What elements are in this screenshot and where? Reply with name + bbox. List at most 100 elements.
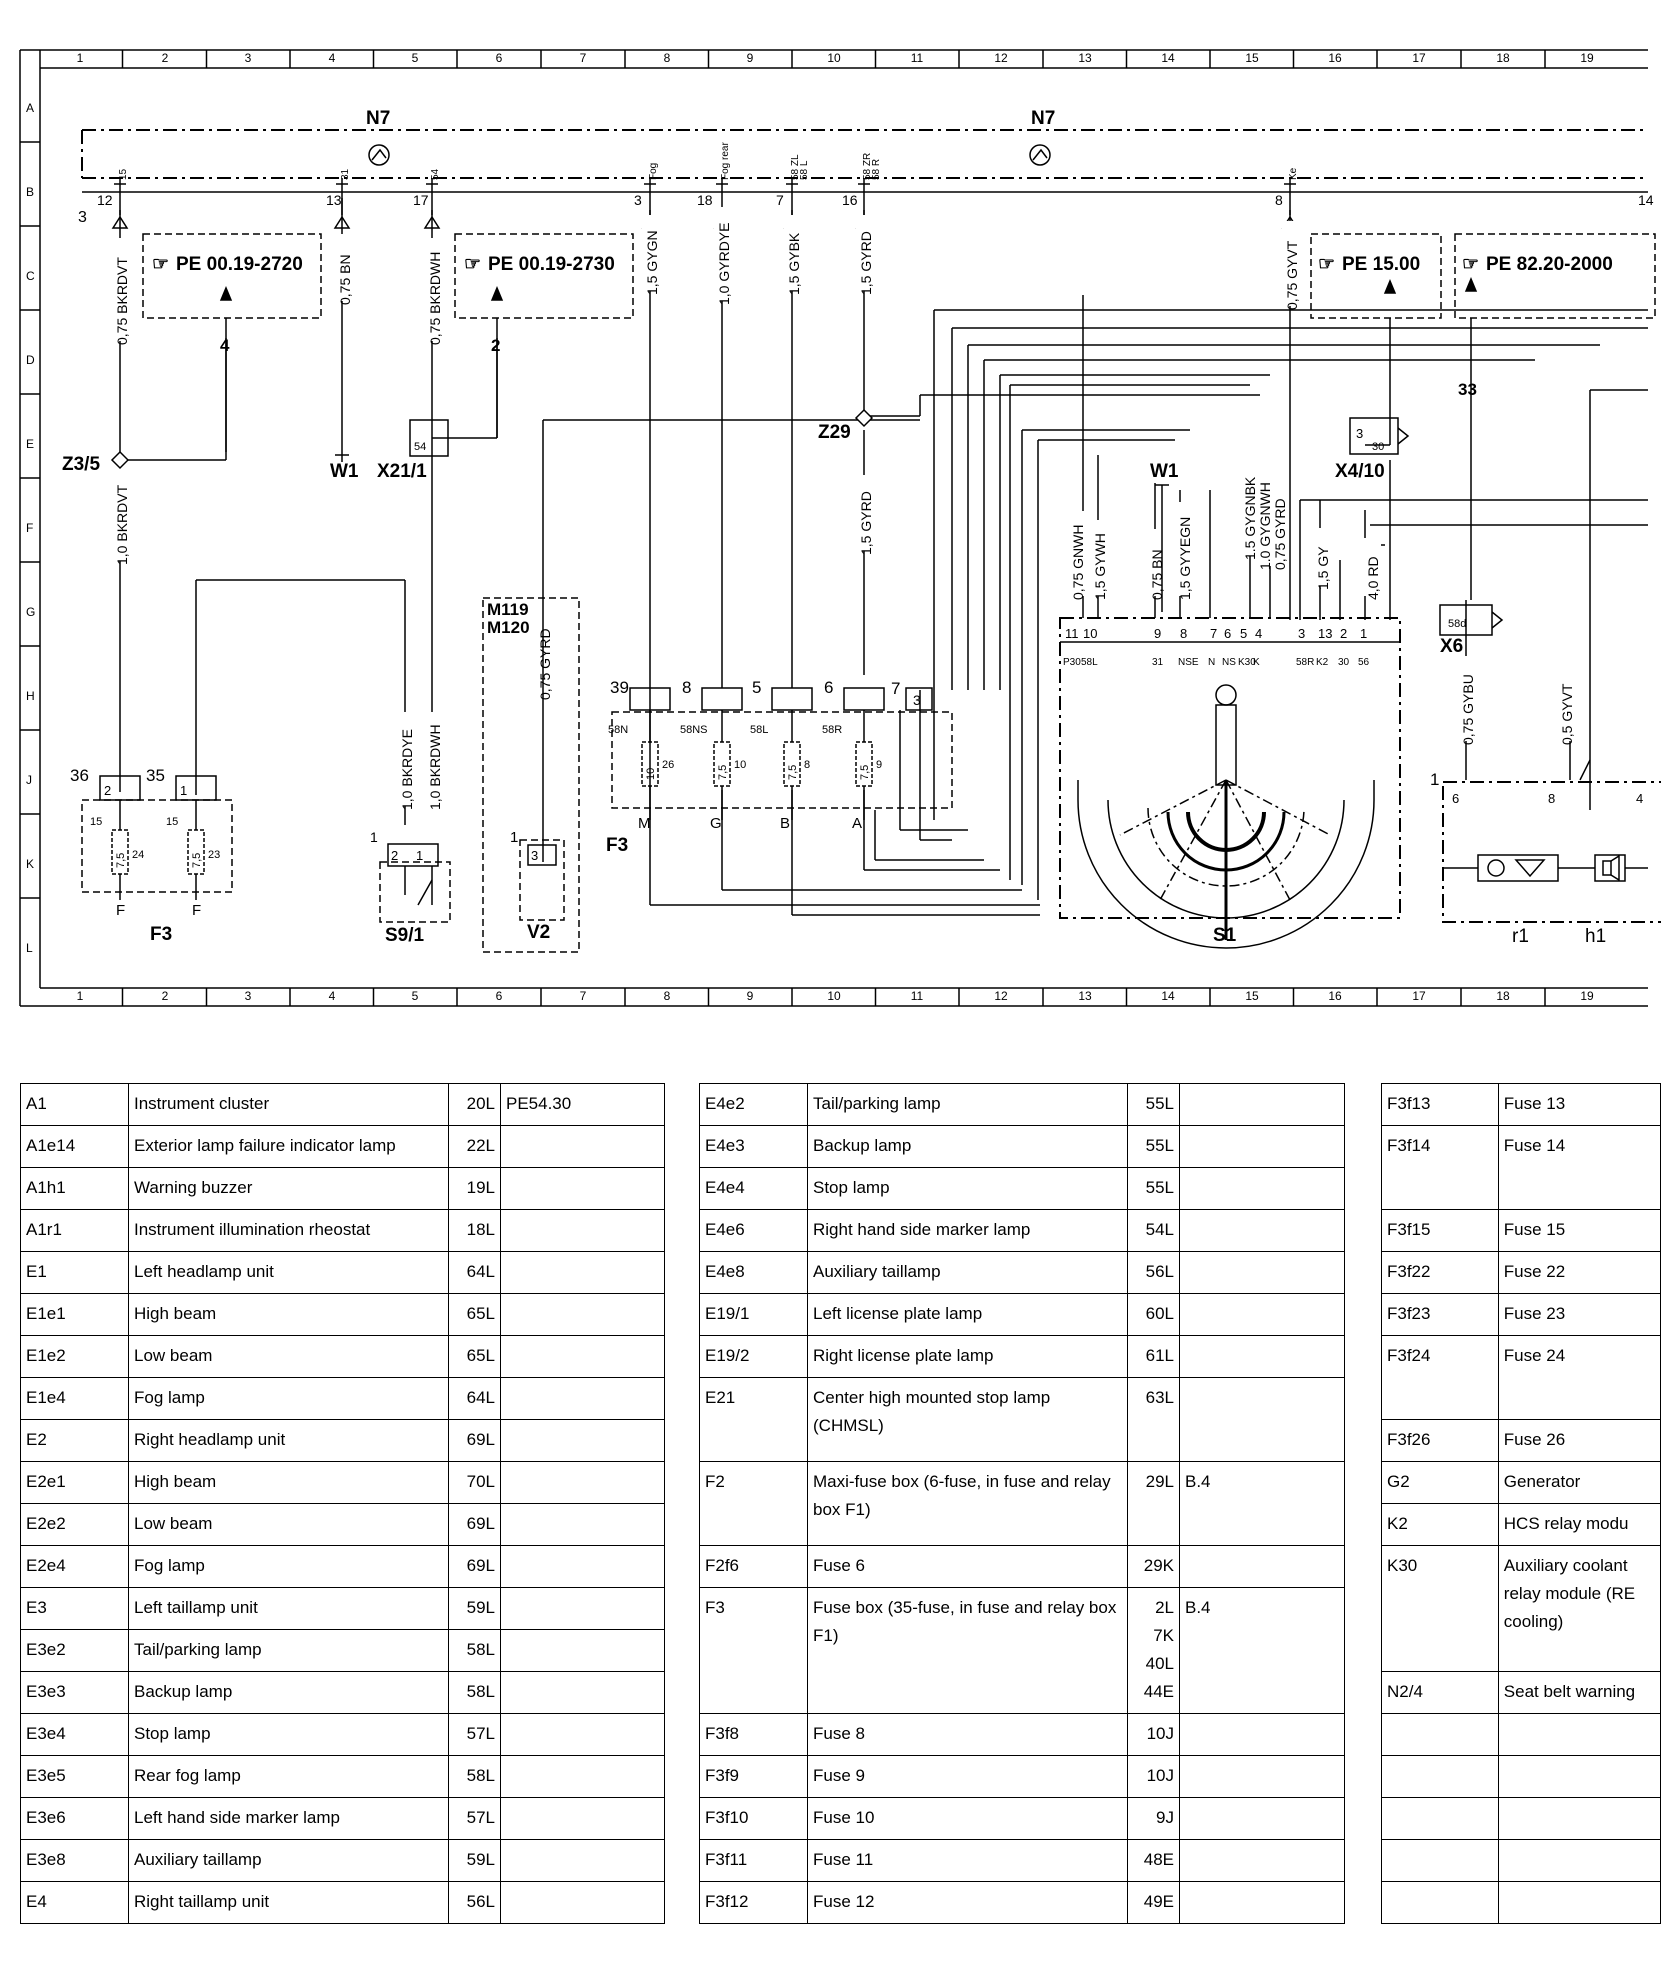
cluster-pin-4: 4 [1636,791,1643,806]
svg-text:10: 10 [734,759,746,771]
legend-cell-code: E4 [20,1881,129,1924]
svg-text:8: 8 [804,759,810,771]
legend-cell-loc: 58L [448,1671,501,1714]
legend-cell-loc: 65L [448,1293,501,1336]
legend-cell-desc: Tail/parking lamp [807,1083,1128,1126]
svg-text:7: 7 [776,192,784,208]
wire-label: 0,75 GYRD [535,611,553,700]
svg-text:2: 2 [104,783,111,798]
svg-text:8: 8 [682,678,691,697]
svg-text:35: 35 [146,766,165,785]
legend-row [1381,1881,1661,1924]
ground-w1-left-icon [335,454,349,462]
legend-cell-ref: B.4 [1179,1587,1345,1714]
svg-text:58 ZR: 58 ZR [862,153,873,180]
legend-cell-desc: Generator [1497,1461,1661,1504]
legend-cell-desc: Tail/parking lamp [128,1629,449,1672]
legend-cell-ref [500,1545,665,1588]
legend-cell-code: E4e3 [699,1125,808,1168]
legend-cell-loc: 48E [1127,1839,1180,1882]
svg-text:1,0 BKRDVT: 1,0 BKRDVT [114,484,130,565]
legend-cell-code [1381,1797,1499,1840]
legend-cell-desc: Seat belt warning [1497,1671,1661,1714]
s9-1-component [379,843,451,923]
svg-text:15: 15 [118,168,129,180]
legend-cell-code: K2 [1381,1503,1499,1546]
svg-text:4,0 RD: 4,0 RD [1365,556,1381,600]
svg-text:1,5 GYGNBK: 1,5 GYGNBK [1242,476,1258,560]
legend-cell-ref: B.4 [1179,1461,1345,1546]
legend-cell-ref [1179,1713,1345,1756]
grid-row-H: H [26,689,35,703]
n7-pin-14: 14 [1638,192,1654,208]
legend-cell-code: E4e4 [699,1167,808,1210]
svg-text:58L: 58L [750,724,768,736]
svg-text:Fog: Fog [648,163,659,180]
f3-left-outline [81,799,233,893]
svg-text:0,75 GYRD: 0,75 GYRD [1272,498,1288,570]
svg-text:1,0 GYRDYE: 1,0 GYRDYE [716,223,732,305]
svg-text:13: 13 [1318,626,1332,641]
legend-cell-code: E3e2 [20,1629,129,1672]
legend-cell-ref [500,1251,665,1294]
legend-cell-desc: Center high mounted stop lamp (CHMSL) [807,1377,1128,1462]
svg-text:☞: ☞ [1318,254,1335,275]
grid-col-7-bottom: 7 [580,989,587,1003]
grid-column-labels: 1122334455667788991010111112121313141415… [77,50,1594,1006]
grid-row-L: L [26,941,33,955]
legend-cell-desc: Maxi-fuse box (6-fuse, in fuse and relay… [807,1461,1128,1546]
svg-text:3: 3 [1298,626,1305,641]
legend-cell-code [1381,1713,1499,1756]
rheostat-icon [1487,859,1546,878]
legend-cell-ref [1179,1377,1345,1462]
grid-col-2-top: 2 [162,51,169,65]
wire-label: 1,5 GYWH [1090,520,1108,600]
legend-cell-loc: 69L [448,1503,501,1546]
r1-label: r1 [1512,926,1529,947]
legend-cell-code: A1r1 [20,1209,129,1252]
legend-cell-desc: Fog lamp [128,1377,449,1420]
legend-cell-ref [500,1293,665,1336]
svg-text:PE 00.19-2730: PE 00.19-2730 [488,254,615,275]
wire-label: 1,0 GYRDYE [714,207,732,305]
legend-cell-ref [500,1419,665,1462]
grid-col-12-bottom: 12 [994,989,1008,1003]
legend-cell-loc: 56L [1127,1251,1180,1294]
legend-cell-ref [1179,1167,1345,1210]
grid-row-B: B [26,185,34,199]
wire-label: 1,5 GYGN [642,215,660,295]
svg-text:5: 5 [1240,626,1247,641]
legend-cell-ref [1179,1545,1345,1588]
f3-pin7: 7 [891,679,900,698]
wire-label: 1,5 GYYEGN [1175,502,1193,600]
legend-cell-code: F3f8 [699,1713,808,1756]
grid-row-G: G [26,605,35,619]
svg-text:0,75 GYBU: 0,75 GYBU [1460,674,1476,745]
legend-cell-loc: 49E [1127,1881,1180,1924]
ref-box-pe-82-20-2000: ☞ PE 82.20-2000 [1454,233,1656,319]
svg-text:F: F [192,902,201,919]
legend-cell-desc: Fuse 14 [1497,1125,1661,1210]
wire-label: 4,0 RD [1363,538,1381,600]
legend-cell-desc: Fuse 6 [807,1545,1128,1588]
ref-arrow-4: 4 [220,336,230,355]
legend-cell-desc: Auxiliary taillamp [128,1839,449,1882]
svg-text:24: 24 [132,849,144,861]
s1-pin: 7N [1208,626,1217,668]
legend-cell-ref [1179,1209,1345,1252]
grid-col-15-bottom: 15 [1245,989,1259,1003]
legend-cell-desc: Fuse 10 [807,1797,1128,1840]
legend-cell-loc: 10J [1127,1713,1180,1756]
wire-label: 0,75 GYRD [1270,481,1288,570]
